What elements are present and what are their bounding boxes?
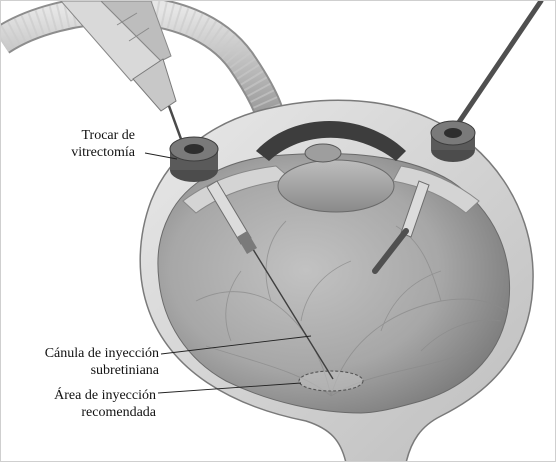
injection-area-label: Área de inyección recomendada [54, 387, 156, 421]
injection-area-label-line1: Área de inyección [54, 387, 156, 404]
trocar-label-line1: Trocar de [71, 127, 135, 144]
cannula-label-line2: subretiniana [45, 362, 159, 379]
vitrectomy-trocar-right [431, 121, 475, 162]
trocar-label: Trocar de vitrectomía [71, 127, 135, 161]
vitrectomy-trocar-left [170, 137, 218, 182]
cannula-label: Cánula de inyección subretiniana [45, 345, 159, 379]
injection-area-label-line2: recomendada [54, 404, 156, 421]
lens [278, 160, 394, 212]
trocar-label-line2: vitrectomía [71, 144, 135, 161]
cannula-label-line1: Cánula de inyección [45, 345, 159, 362]
injection-area-outline [299, 371, 363, 391]
